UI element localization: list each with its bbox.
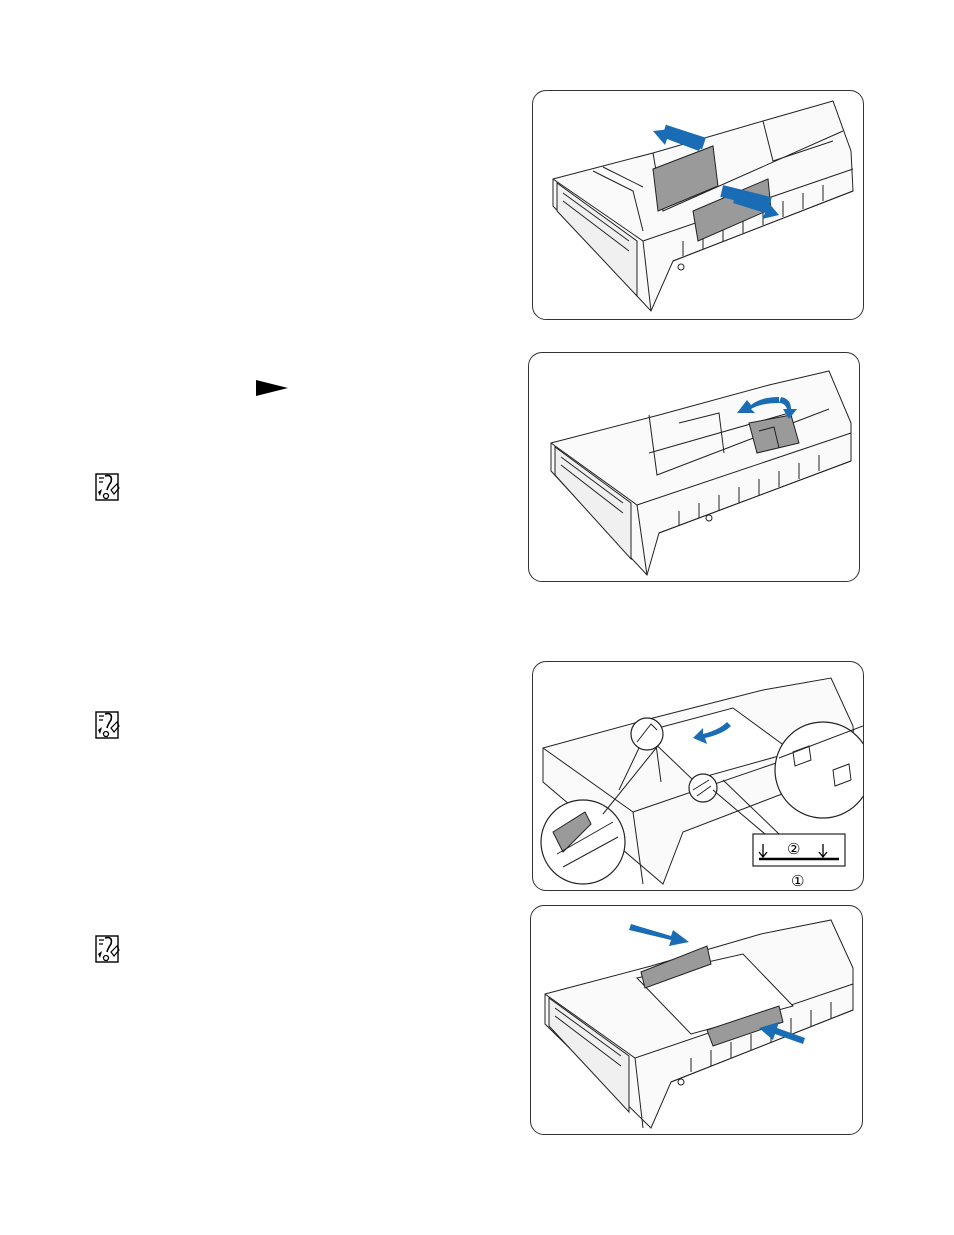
figure-tray-paper-guides-in [530,905,863,1135]
note-icon [95,472,121,502]
note-icon [95,710,121,740]
tray-illustration [529,353,859,581]
figure-tray-end-guide [528,352,860,582]
tray-illustration [533,91,863,319]
tray-illustration: ② ① [533,662,863,890]
note-icon [95,934,121,964]
callout-mark-top: ② [787,840,800,858]
pointer-triangle-icon [256,380,288,396]
figure-tray-paper-callouts: ② ① [532,661,864,891]
tray-illustration [531,906,862,1134]
figure-tray-side-guides [532,90,864,320]
callout-mark-bottom: ① [791,872,804,890]
